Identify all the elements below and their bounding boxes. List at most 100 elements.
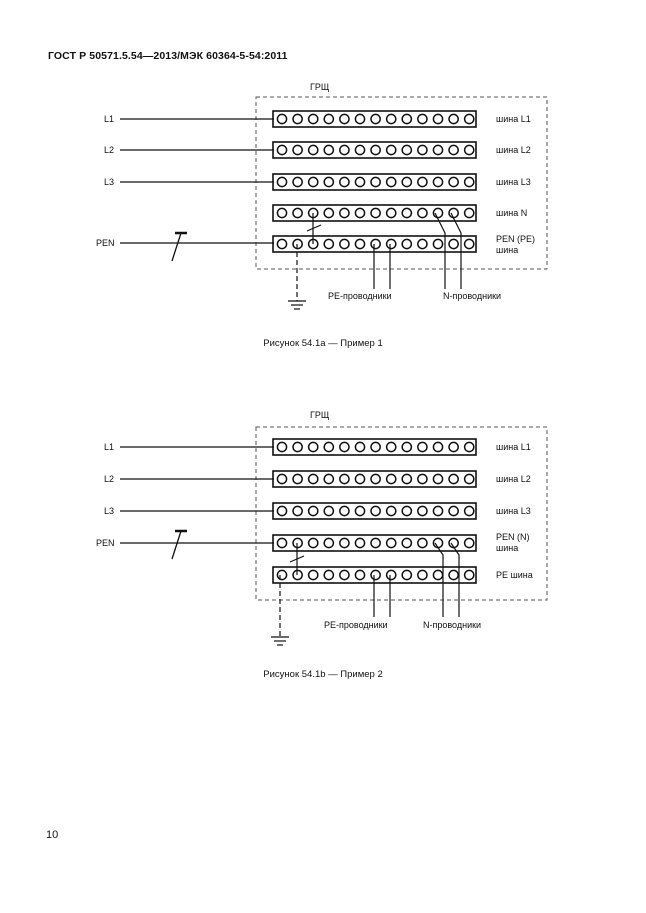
busbar-terminal (448, 473, 459, 485)
sheath-earth-symbol (171, 231, 187, 262)
busbar-terminal (448, 144, 459, 156)
panel-label: ГРЩ (310, 410, 330, 420)
incoming-wires (120, 446, 274, 544)
busbar-terminal (292, 113, 303, 125)
busbar-terminal (432, 207, 444, 219)
bus-label-pen-n: PEN (N) (496, 532, 530, 542)
busbar-terminal (448, 113, 459, 125)
busbar-terminal (370, 569, 381, 581)
busbar-terminals (276, 441, 475, 581)
busbar-terminal (292, 207, 303, 219)
busbar-terminal (463, 441, 475, 453)
busbar-terminal (432, 144, 444, 156)
busbar-terminal (354, 569, 366, 581)
bus-label-l2: шина L2 (496, 145, 531, 155)
bus-label-l1: шина L1 (496, 442, 531, 452)
busbar-terminal (370, 113, 381, 125)
busbar-terminal (307, 505, 319, 517)
busbar-terminal (448, 176, 459, 188)
busbar-terminal (292, 144, 303, 156)
busbar-terminal (432, 505, 444, 517)
bridge-link (306, 213, 322, 244)
busbar-terminal (432, 176, 444, 188)
busbar-terminal (276, 569, 288, 581)
busbar-terminal (354, 441, 366, 453)
outgoing-conductors (373, 212, 462, 289)
bus-label-pen-n-2: шина (496, 543, 518, 553)
bridge-link (289, 543, 305, 575)
busbar-terminal (401, 144, 413, 156)
busbar-terminal (401, 238, 413, 250)
busbar-terminal (354, 144, 366, 156)
busbar-terminal (463, 144, 475, 156)
busbar-terminal (448, 569, 459, 581)
busbar-terminal (401, 473, 413, 485)
panel-label: ГРЩ (310, 82, 330, 92)
busbar-terminal (463, 569, 475, 581)
busbar-terminal (432, 441, 444, 453)
bus-label-pen: PEN (PE) (496, 234, 535, 244)
busbar-terminal (323, 441, 335, 453)
figure-1-diagram: ГРЩ L1 L2 L3 PEN шина L1 шина L2 шина L3… (96, 82, 548, 310)
busbar-terminal (292, 176, 303, 188)
busbar-terminal (323, 176, 335, 188)
busbar-terminal (354, 176, 366, 188)
busbar-terminal (354, 238, 366, 250)
busbar-terminal (401, 113, 413, 125)
busbar-terminal (339, 207, 350, 219)
busbar-terminal (432, 113, 444, 125)
busbar-terminal (276, 176, 288, 188)
busbar-terminal (370, 473, 381, 485)
busbar-terminal (401, 441, 413, 453)
bus-label-pen-2: шина (496, 245, 518, 255)
busbar-terminal (276, 238, 288, 250)
busbar-terminal (323, 113, 335, 125)
busbar-terminal (354, 537, 366, 549)
busbar-terminal (463, 207, 475, 219)
earth-connection (288, 244, 306, 310)
busbar-terminals (276, 113, 475, 250)
busbar-terminal (323, 537, 335, 549)
bus-label-l3: шина L3 (496, 506, 531, 516)
panel-boundary (255, 426, 548, 601)
busbar-terminal (323, 505, 335, 517)
bus-label-pe: PE шина (496, 570, 533, 580)
input-label-pen: PEN (96, 238, 115, 248)
earth-connection (271, 575, 289, 646)
busbar-terminal (385, 537, 397, 549)
busbar-terminal (417, 207, 428, 219)
busbar-terminal (307, 441, 319, 453)
panel-boundary (255, 96, 548, 270)
busbar-terminal (463, 113, 475, 125)
busbar-terminal (339, 441, 350, 453)
busbar-terminal (463, 238, 475, 250)
busbar-terminal (432, 537, 444, 549)
bus-label-l3: шина L3 (496, 177, 531, 187)
input-label-pen: PEN (96, 538, 115, 548)
input-label-l3: L3 (104, 177, 114, 187)
busbar-terminal (385, 441, 397, 453)
busbar-terminal (385, 473, 397, 485)
bus-label-l2: шина L2 (496, 474, 531, 484)
busbar-terminal (463, 537, 475, 549)
pe-conductors-label: PE-проводники (328, 291, 392, 301)
input-label-l1: L1 (104, 114, 114, 124)
busbar-terminal (463, 505, 475, 517)
busbar-terminal (401, 569, 413, 581)
busbar-terminal (370, 144, 381, 156)
n-conductors-label: N-проводники (443, 291, 501, 301)
input-label-l2: L2 (104, 474, 114, 484)
busbar-terminal (276, 505, 288, 517)
busbar-terminal (370, 238, 381, 250)
busbar-terminal (276, 113, 288, 125)
busbar-terminal (307, 537, 319, 549)
figure-2-diagram: ГРЩ L1 L2 L3 PEN шина L1 шина L2 шина L3… (96, 410, 548, 646)
busbar-terminal (448, 238, 459, 250)
busbar-terminal (292, 473, 303, 485)
n-conductors-label: N-проводники (423, 620, 481, 630)
bus-label-l1: шина L1 (496, 114, 531, 124)
busbar-terminal (448, 441, 459, 453)
busbar-terminal (370, 176, 381, 188)
busbar-terminal (401, 176, 413, 188)
busbar-terminal (417, 473, 428, 485)
